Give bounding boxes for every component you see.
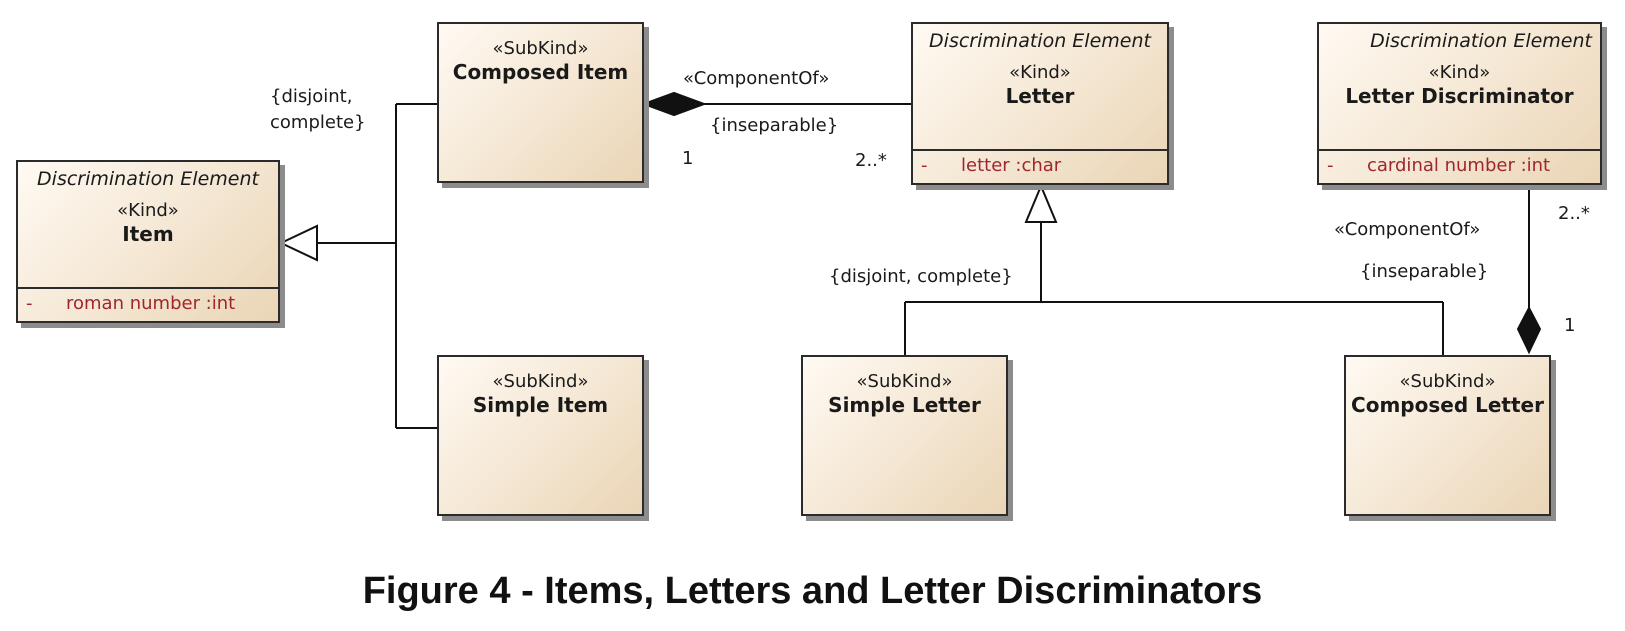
generalization-set-label-letter: {disjoint, complete}: [829, 266, 1013, 287]
multiplicity-letter-discriminator: 2..*: [1558, 203, 1590, 224]
class-name: Composed Letter: [1351, 393, 1544, 417]
class-simple-item[interactable]: «SubKind» Simple Item: [437, 355, 644, 516]
composition-diamond-composed-letter: [1516, 305, 1542, 355]
class-letter[interactable]: Discrimination Element «Kind» Letter - l…: [911, 22, 1169, 185]
attribute-visibility: -: [1327, 155, 1334, 176]
stereotype: «SubKind»: [492, 371, 589, 392]
class-name: Letter Discriminator: [1345, 84, 1574, 108]
class-simple-letter[interactable]: «SubKind» Simple Letter: [801, 355, 1008, 516]
class-composed-letter[interactable]: «SubKind» Composed Letter: [1344, 355, 1551, 516]
class-item[interactable]: Discrimination Element «Kind» Item - rom…: [16, 160, 280, 323]
association-constraint-discriminator-composed-letter: {inseparable}: [1360, 261, 1489, 282]
class-name: Simple Letter: [828, 393, 981, 417]
attribute-row: - cardinal number :int: [1319, 149, 1600, 183]
multiplicity-composed-item: 1: [682, 148, 694, 169]
stereotype: «Kind»: [117, 200, 179, 221]
multiplicity-composed-letter: 1: [1564, 315, 1576, 336]
association-stereotype-composed-item-letter: «ComponentOf»: [683, 68, 830, 89]
generalization-arrowhead-letter: [1024, 183, 1058, 223]
class-name: Simple Item: [472, 393, 609, 417]
composition-diamond-composed-item: [641, 91, 707, 117]
stereotype: «SubKind»: [856, 371, 953, 392]
class-name: Letter: [1005, 84, 1075, 108]
stereotype: «SubKind»: [492, 38, 589, 59]
abstract-label: Discrimination Element: [37, 168, 259, 190]
class-name: Item: [122, 222, 174, 246]
attribute-visibility: -: [26, 293, 33, 314]
stereotype: «SubKind»: [1399, 371, 1496, 392]
attribute-row: - letter :char: [913, 149, 1167, 183]
figure-caption: Figure 4 - Items, Letters and Letter Dis…: [362, 570, 1263, 612]
association-constraint-composed-item-letter: {inseparable}: [710, 115, 839, 136]
stereotype: «Kind»: [1428, 62, 1491, 83]
connector-layer: [278, 91, 1542, 429]
attribute-visibility: -: [921, 155, 928, 176]
class-name: Composed Item: [452, 60, 629, 84]
abstract-label: Discrimination Element: [929, 30, 1151, 52]
attribute-row: - roman number :int: [18, 287, 278, 321]
generalization-arrowhead-item: [278, 224, 318, 262]
association-stereotype-discriminator-composed-letter: «ComponentOf»: [1334, 219, 1481, 240]
class-letter-discriminator[interactable]: Discrimination Element «Kind» Letter Dis…: [1317, 22, 1602, 185]
attribute-text: letter :char: [961, 155, 1062, 176]
class-composed-item[interactable]: «SubKind» Composed Item: [437, 22, 644, 183]
attribute-text: cardinal number :int: [1367, 155, 1551, 176]
multiplicity-letter: 2..*: [855, 150, 887, 171]
generalization-set-label-item: {disjoint, complete}: [270, 86, 366, 133]
abstract-label: Discrimination Element: [1370, 30, 1592, 52]
stereotype: «Kind»: [1009, 62, 1071, 83]
uml-diagram: Discrimination Element «Kind» Item - rom…: [16, 22, 1602, 516]
attribute-text: roman number :int: [66, 293, 236, 314]
